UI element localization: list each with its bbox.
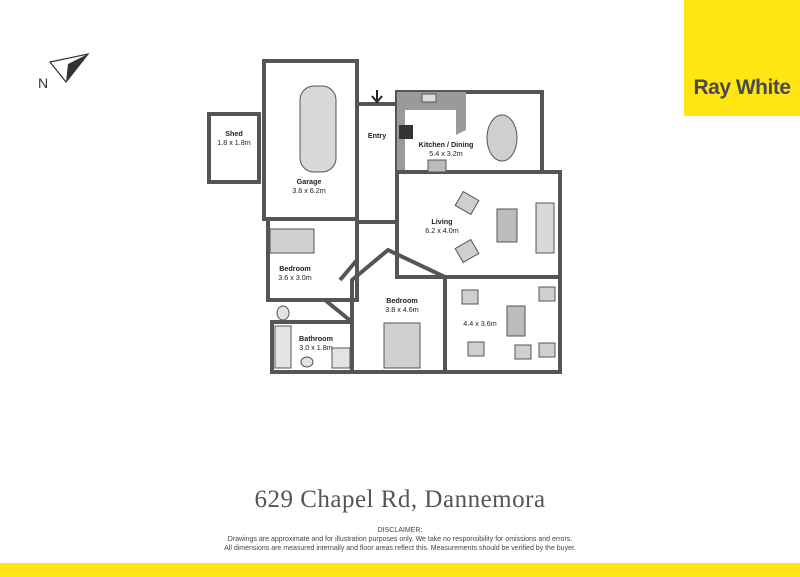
shed-dims: 1.8 x 1.8m bbox=[217, 138, 251, 147]
bedroom-left-walls bbox=[266, 217, 359, 302]
armchair-icon bbox=[538, 342, 556, 358]
bed-icon bbox=[269, 228, 315, 254]
basin-icon bbox=[300, 356, 314, 368]
footer-bar bbox=[0, 563, 800, 577]
armchair-icon bbox=[467, 341, 485, 357]
shower-icon bbox=[331, 347, 351, 369]
garage-name: Garage bbox=[297, 177, 322, 186]
living-dims: 6.2 x 4.0m bbox=[425, 226, 459, 235]
entry-walls bbox=[355, 102, 399, 224]
armchair-icon bbox=[538, 286, 556, 302]
bathroom-walls bbox=[270, 320, 354, 374]
family-dims: 4.4 x 3.6m bbox=[463, 319, 497, 328]
bedroom-centre-name: Bedroom bbox=[386, 296, 418, 305]
entry-name: Entry bbox=[368, 131, 386, 140]
bed-icon bbox=[383, 322, 421, 369]
brand-logo-box: Ray White bbox=[684, 0, 800, 116]
north-arrow-icon: N bbox=[38, 53, 90, 91]
bedroom-centre-dims: 3.8 x 4.6m bbox=[385, 305, 419, 314]
family-walls bbox=[443, 275, 562, 374]
brand-logo: Ray White bbox=[693, 76, 791, 99]
disclaimer: DISCLAIMER: Drawings are approximate and… bbox=[0, 526, 800, 553]
kitchen-dims: 5.4 x 3.2m bbox=[429, 149, 463, 158]
armchair-icon bbox=[461, 289, 479, 305]
property-address: 629 Chapel Rd, Dannemora bbox=[254, 486, 546, 513]
north-label: N bbox=[38, 75, 48, 91]
garage-dims: 3.6 x 6.2m bbox=[292, 186, 326, 195]
sofa-icon bbox=[535, 202, 555, 254]
disclaimer-title: DISCLAIMER: bbox=[377, 527, 423, 534]
oven-icon bbox=[427, 159, 447, 173]
armchair-icon bbox=[454, 190, 480, 216]
cooktop-icon bbox=[399, 125, 413, 139]
coffee-table-icon bbox=[496, 208, 518, 243]
bedroom-left-dims: 3.6 x 3.0m bbox=[278, 273, 312, 282]
bathtub-icon bbox=[274, 325, 292, 369]
car-icon bbox=[299, 85, 337, 173]
disclaimer-line-2: All dimensions are measured internally a… bbox=[224, 545, 576, 552]
living-name: Living bbox=[431, 217, 452, 226]
sink-icon bbox=[421, 93, 437, 103]
dining-table-icon bbox=[486, 114, 518, 162]
armchair-icon bbox=[514, 344, 532, 360]
bedroom-left-name: Bedroom bbox=[279, 264, 311, 273]
bathroom-dims: 3.0 x 1.8m bbox=[299, 343, 333, 352]
entry-arrow-icon bbox=[371, 90, 383, 104]
disclaimer-line-1: Drawings are approximate and for illustr… bbox=[227, 536, 573, 543]
toilet-icon bbox=[276, 305, 290, 321]
bathroom-name: Bathroom bbox=[299, 334, 333, 343]
shed-name: Shed bbox=[225, 129, 243, 138]
armchair-icon bbox=[454, 238, 480, 264]
hall-walls bbox=[323, 258, 359, 324]
kitchen-name: Kitchen / Dining bbox=[419, 140, 474, 149]
shed-walls bbox=[207, 112, 261, 184]
kitchen-bench bbox=[397, 92, 466, 170]
table-icon bbox=[506, 305, 526, 337]
